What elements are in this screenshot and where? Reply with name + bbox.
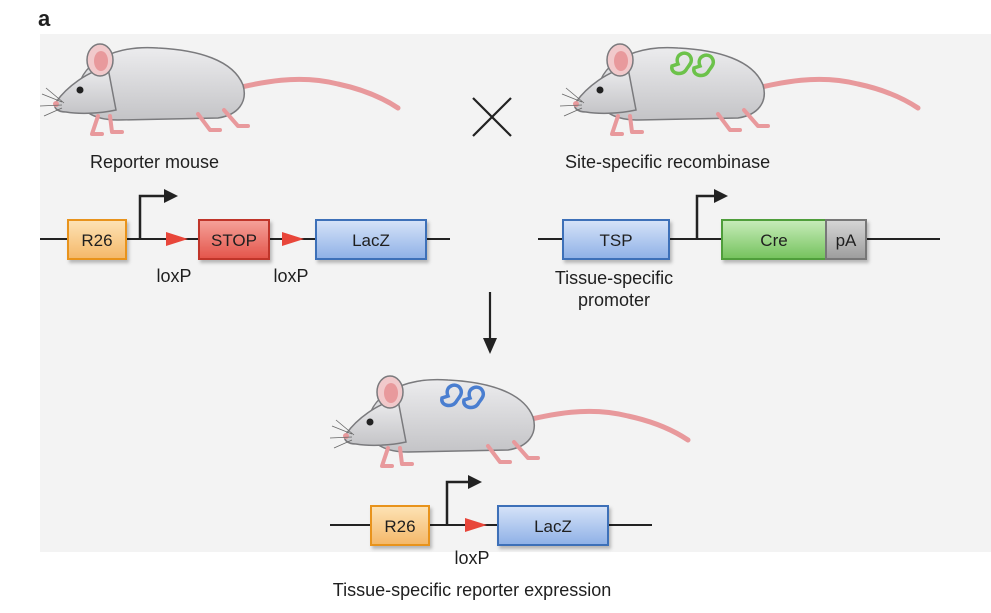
recombinase-mouse-caption: Site-specific recombinase <box>565 152 770 172</box>
offspring-construct: R26 LacZ loxP <box>330 475 652 568</box>
reporter-loxp-right-label: loxP <box>273 266 308 286</box>
promoter-caption-line1: Tissue-specific <box>555 268 673 288</box>
offspring-lacz-label: LacZ <box>534 517 572 536</box>
offspring-transcription-start-arrow <box>445 480 470 525</box>
recombinase-transcription-start-arrow <box>695 194 716 239</box>
reporter-loxp-left-site <box>166 232 188 246</box>
reporter-r26-box <box>67 219 127 260</box>
recombinase-pa-box <box>825 219 867 260</box>
offspring-loxp-site <box>465 518 487 532</box>
promoter-caption-line2: promoter <box>578 290 650 310</box>
reporter-stop-box <box>198 219 270 260</box>
reporter-loxp-right-site <box>282 232 304 246</box>
cross-symbol <box>472 97 512 137</box>
recombinase-tsp-label: TSP <box>599 231 632 250</box>
reporter-loxp-left-label: loxP <box>156 266 191 286</box>
offspring-r26-label: R26 <box>384 517 415 536</box>
result-arrow <box>483 292 497 354</box>
offspring-caption: Tissue-specific reporter expression <box>333 580 611 600</box>
reporter-construct: R26 STOP LacZ loxP loxP <box>40 189 450 286</box>
background-panel <box>40 34 991 552</box>
reporter-lacz-label: LacZ <box>352 231 390 250</box>
recombinase-cre-label: Cre <box>760 231 787 250</box>
reporter-transcription-start-arrow <box>138 194 166 239</box>
reporter-lacz-box <box>315 219 427 260</box>
reporter-stop-label: STOP <box>211 231 257 250</box>
offspring-lacz-box <box>497 505 609 546</box>
reporter-r26-label: R26 <box>81 231 112 250</box>
recombinase-construct: TSP Cre pA Tissue-specific promoter <box>538 189 940 310</box>
recombinase-pa-label: pA <box>836 231 857 250</box>
offspring-r26-box <box>370 505 430 546</box>
reporter-mouse-caption: Reporter mouse <box>90 152 219 172</box>
recombinase-tsp-box <box>562 219 670 260</box>
offspring-loxp-label: loxP <box>454 548 489 568</box>
panel-label: a <box>38 6 51 31</box>
